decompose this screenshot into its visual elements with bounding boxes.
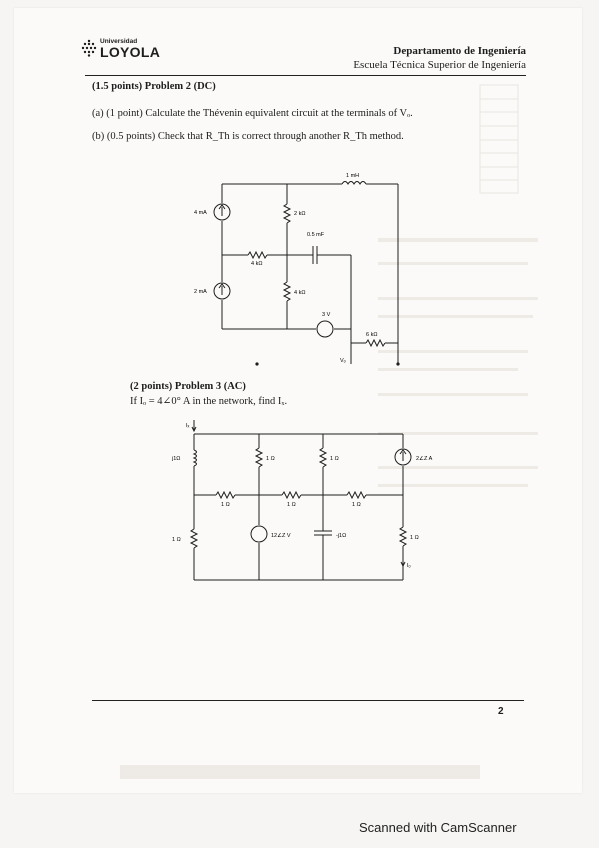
logo-main-text: LOYOLA (100, 44, 161, 60)
label-2k: 2 kΩ (294, 211, 305, 217)
label-r1f: 1 Ω (172, 537, 181, 543)
problem2-part-b: (b) (0.5 points) Check that R_Th is corr… (92, 131, 404, 142)
header-rule (85, 75, 526, 76)
label-inductor: 1 mH (346, 173, 359, 179)
department-name: Departamento de Ingeniería (393, 45, 526, 57)
label-3v: 3 V (322, 312, 331, 318)
footer-rule (92, 700, 524, 701)
label-4k-h: 4 kΩ (251, 261, 262, 267)
label-cur-src: 2∠Z A (416, 455, 433, 462)
label-mj1: -j1Ω (336, 533, 346, 539)
label-r1d: 1 Ω (287, 502, 296, 508)
label-vsrc: 12∠Z V (271, 532, 291, 539)
logo-emblem-icon (81, 39, 97, 57)
label-ix: Iₓ (186, 423, 190, 429)
label-4k-v: 4 kΩ (294, 290, 305, 296)
label-r1e: 1 Ω (352, 502, 361, 508)
page-number: 2 (498, 706, 504, 717)
label-4ma: 4 mA (194, 210, 207, 216)
label-vo: Vₒ (340, 358, 346, 364)
problem3-title: (2 points) Problem 3 (AC) (130, 381, 246, 392)
scanner-watermark: Scanned with CamScanner (359, 820, 517, 835)
label-2ma: 2 mA (194, 289, 207, 295)
problem2-title: (1.5 points) Problem 2 (DC) (92, 81, 216, 92)
label-6k: 6 kΩ (366, 332, 377, 338)
label-j1: j1Ω (171, 456, 180, 462)
label-r1b: 1 Ω (330, 456, 339, 462)
label-r1a: 1 Ω (266, 456, 275, 462)
label-r1c: 1 Ω (221, 502, 230, 508)
problem3-statement: If Iₒ = 4∠0° A in the network, find Iₓ. (130, 396, 288, 407)
label-capacitor: 0.5 mF (307, 232, 325, 238)
logo-small-text: Universidad (100, 38, 138, 45)
school-name: Escuela Técnica Superior de Ingeniería (353, 59, 526, 71)
label-io: Iₒ (407, 563, 411, 569)
label-r1g: 1 Ω (410, 535, 419, 541)
problem2-part-a: (a) (1 point) Calculate the Thévenin equ… (92, 108, 413, 119)
